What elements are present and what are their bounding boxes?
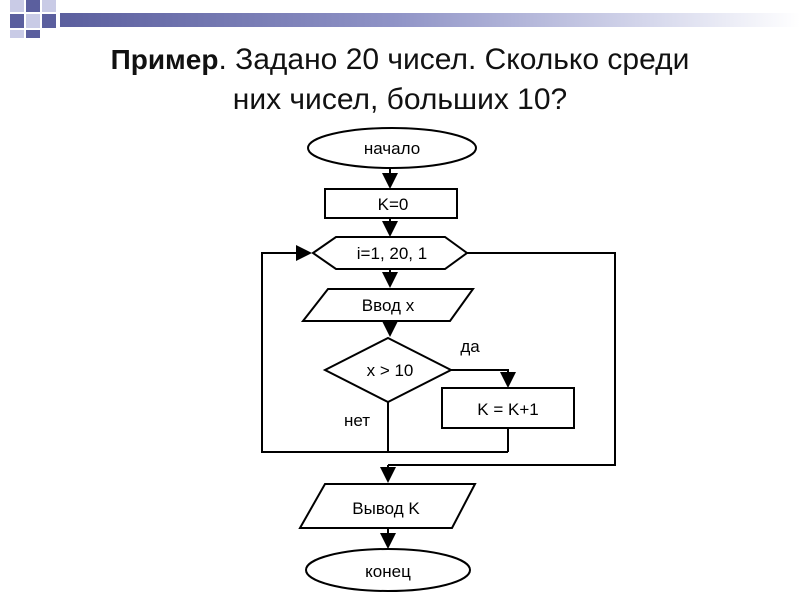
deco-square: [10, 14, 24, 28]
no-label: нет: [344, 411, 370, 430]
end-terminal: [305, 548, 471, 592]
loop-exit-line: [388, 252, 616, 466]
header-gradient-band: [60, 13, 800, 27]
title-bold: Пример: [110, 44, 219, 75]
end-label: конец: [365, 562, 411, 581]
input-block: [300, 288, 475, 322]
deco-square: [42, 14, 56, 28]
output-label: Вывод K: [352, 499, 420, 518]
output-block: [298, 483, 477, 529]
condition-block: [322, 336, 454, 404]
start-label: начало: [364, 139, 420, 158]
deco-square: [10, 0, 24, 12]
deco-square: [42, 0, 56, 12]
slide-title: Пример. Задано 20 чисел. Сколько среди н…: [0, 40, 800, 120]
init-label: K=0: [378, 195, 409, 214]
loop-back-line: [261, 245, 508, 453]
title-rest: . Задано 20 чисел. Сколько среди: [218, 43, 690, 76]
condition-label: x > 10: [367, 361, 414, 380]
title-line2: них чисел, больших 10?: [232, 83, 568, 116]
deco-square: [26, 0, 40, 12]
decorative-header: [0, 0, 800, 38]
input-label: Ввод x: [362, 296, 415, 315]
deco-square: [10, 30, 24, 38]
increment-label: K = K+1: [477, 400, 538, 419]
loop-label: i=1, 20, 1: [357, 244, 427, 263]
yes-label: да: [460, 337, 480, 356]
arrow-yes-branch: [450, 369, 516, 388]
increment-block: [441, 387, 575, 429]
deco-square: [26, 14, 40, 28]
init-block: [324, 188, 458, 219]
deco-square: [26, 30, 40, 38]
start-terminal: [307, 127, 477, 169]
loop-block: [311, 236, 469, 270]
